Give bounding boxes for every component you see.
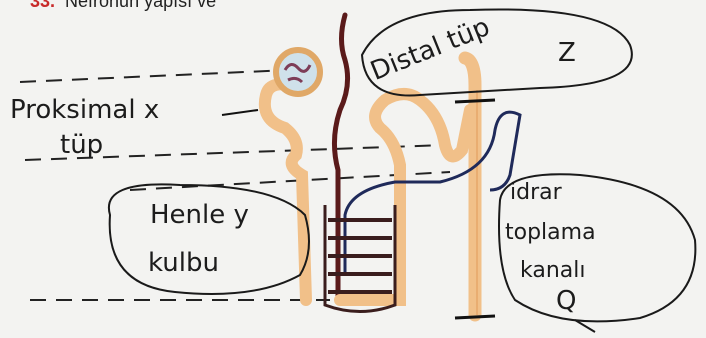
boundary-marks xyxy=(454,98,496,320)
blood-vessel xyxy=(343,110,522,275)
question-header: 33. Nefronun yapısı ve xyxy=(0,0,216,12)
glomerulus-capillaries xyxy=(283,63,312,84)
label-henle-line2: kulbu xyxy=(148,248,219,278)
question-number: 33. xyxy=(30,0,56,11)
label-proximal-line2: tüp xyxy=(60,130,104,160)
collecting-bubble xyxy=(498,173,697,323)
proximal-tubule xyxy=(258,78,312,306)
henle-loop-coils xyxy=(328,218,392,294)
question-text: Nefronun yapısı ve xyxy=(65,0,217,11)
bowman-capsule xyxy=(273,47,323,97)
label-henle-line1: Henle y xyxy=(150,200,249,230)
label-collecting-line3: kanalı xyxy=(520,258,586,283)
efferent-vessel xyxy=(332,12,351,303)
label-z: Z xyxy=(558,38,576,68)
label-proximal: Proksimal x xyxy=(10,95,160,125)
label-collecting-line2: toplama xyxy=(505,220,596,245)
distal-tubule xyxy=(334,88,476,306)
henle-bubble xyxy=(107,183,310,295)
label-q: Q xyxy=(556,286,577,316)
collecting-duct xyxy=(458,51,482,322)
label-collecting-line1: idrar xyxy=(510,180,562,205)
x-pointer-line xyxy=(221,109,259,116)
distal-bubble xyxy=(360,8,633,97)
